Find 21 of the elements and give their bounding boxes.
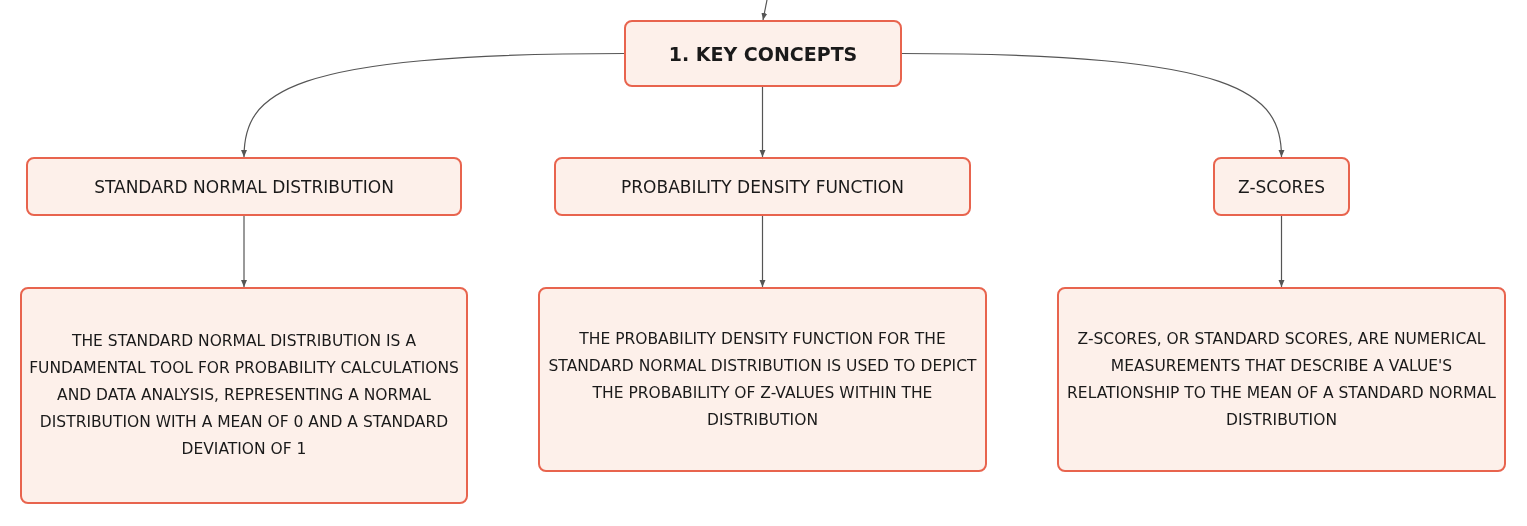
connector-arrow: [241, 52, 625, 158]
concept-box: [1213, 157, 1350, 216]
concept-box: [554, 157, 971, 216]
description-box: [1057, 287, 1506, 472]
node-text: STANDARD NORMAL DISTRIBUTION: [94, 176, 394, 197]
description-box: [20, 287, 468, 504]
connector-arrow: [759, 215, 766, 288]
concept-box: [26, 157, 462, 216]
node-text: Z-SCORES: [1238, 176, 1325, 197]
description-box: [538, 287, 987, 472]
connector-arrow: [901, 52, 1285, 158]
node-text: Z-SCORES, OR STANDARD SCORES, ARE NUMERICAL MEASUREMENTS THAT DESCRIBE A VALUE'S RELATIONSHIP TO THE MEAN OF A STANDARD NORMAL DISTRIBUTION: [1066, 328, 1497, 431]
node-text: THE STANDARD NORMAL DISTRIBUTION IS A FUNDAMENTAL TOOL FOR PROBABILITY CALCULATIONS AND DATA ANALYSIS, REPRESENTING A NORMAL DISTRIBUTION WITH A MEAN OF 0 AND A STANDARD DEVIATION OF 1: [28, 331, 460, 460]
node-text: PROBABILITY DENSITY FUNCTION: [621, 176, 904, 197]
node-text: 1. KEY CONCEPTS: [668, 42, 858, 65]
connector-arrow: [761, 0, 768, 21]
connector-arrow: [759, 86, 766, 158]
connector-arrow: [241, 215, 247, 288]
node-text: THE PROBABILITY DENSITY FUNCTION FOR THE STANDARD NORMAL DISTRIBUTION IS USED TO DEPICT THE PROBABILITY OF Z-VALUES WITHIN THE DISTRIBUTION: [547, 328, 978, 431]
title-box: [624, 20, 902, 87]
connector-arrow: [1278, 215, 1285, 288]
